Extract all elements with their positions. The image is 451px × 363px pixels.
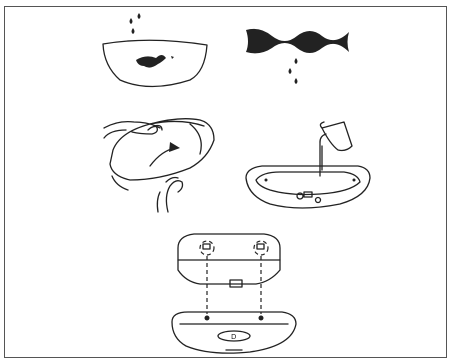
wet-mop-pad-icon [103, 40, 207, 86]
cloth-wave-icon [246, 29, 349, 53]
mop-module-top-icon [178, 234, 280, 287]
water-drop-icon [130, 13, 141, 34]
cup-icon [320, 122, 352, 176]
panel-wet-pad [103, 13, 207, 87]
mop-base-icon: D [172, 312, 296, 353]
hands-icon [104, 122, 183, 212]
panel-remove-tank [104, 119, 214, 212]
panel-attach-module: D [172, 234, 296, 353]
base-label: D [231, 333, 236, 341]
panel-wring-pad [246, 29, 349, 84]
panel-fill-tank [246, 122, 370, 208]
water-drop-icon [289, 58, 298, 84]
dashed-guide-line [207, 256, 261, 314]
water-tank-base-icon [246, 166, 370, 208]
arrow-icon [150, 142, 180, 166]
